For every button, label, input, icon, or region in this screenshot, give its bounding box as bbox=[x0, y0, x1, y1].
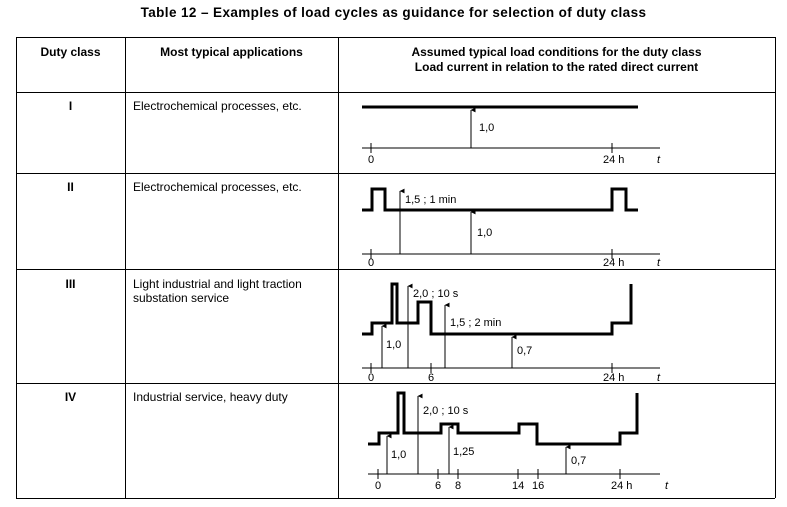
axis-variable-label: t bbox=[665, 480, 669, 492]
application-iii: Light industrial and light traction subs… bbox=[133, 277, 302, 305]
load-diagram-iii: 2,0 ; 10 s 1,5 ; 2 min 1,0 0,7 0 6 24 h … bbox=[362, 282, 661, 384]
level-label: 1,0 bbox=[386, 339, 401, 351]
level-label: 1,5 ; 1 min bbox=[405, 194, 456, 206]
duty-class-ii: II bbox=[67, 180, 74, 194]
load-diagram-iv: 2,0 ; 10 s 1,25 1,0 0,7 0 6 8 14 16 24 h… bbox=[368, 391, 669, 492]
level-label: 1,0 bbox=[479, 122, 494, 134]
level-label: 1,0 bbox=[477, 227, 492, 239]
application-i: Electrochemical processes, etc. bbox=[133, 99, 302, 113]
level-label: 0,7 bbox=[571, 455, 586, 467]
axis-tick-label: 8 bbox=[455, 480, 461, 492]
row-divider-2 bbox=[16, 269, 776, 270]
header-load-conditions: Assumed typical load conditions for the … bbox=[338, 45, 775, 75]
axis-variable-label: t bbox=[657, 154, 661, 166]
application-iv: Industrial service, heavy duty bbox=[133, 390, 288, 404]
load-line bbox=[362, 187, 638, 212]
duty-class-iii: III bbox=[65, 277, 76, 291]
column-divider-2 bbox=[338, 37, 339, 498]
header-duty-class: Duty class bbox=[40, 45, 101, 59]
row-divider-3 bbox=[16, 383, 776, 384]
load-diagram-i: 1,0 0 24 h t bbox=[362, 105, 661, 166]
header-load-conditions-line1: Assumed typical load conditions for the … bbox=[411, 45, 702, 59]
table-caption: Table 12 – Examples of load cycles as gu… bbox=[140, 5, 647, 20]
axis-tick-label: 0 bbox=[368, 372, 374, 384]
table-frame bbox=[16, 37, 775, 499]
header-load-conditions-line2: Load current in relation to the rated di… bbox=[414, 60, 699, 74]
axis-tick-label: 24 h bbox=[603, 257, 624, 269]
duty-class-iv: IV bbox=[64, 390, 77, 404]
level-label: 0,7 bbox=[517, 345, 532, 357]
axis-tick-label: 14 bbox=[512, 480, 524, 492]
table-border-right bbox=[775, 37, 776, 498]
load-diagram-ii: 1,5 ; 1 min 1,0 0 24 h t bbox=[362, 187, 661, 269]
axis-tick-label: 24 h bbox=[611, 480, 632, 492]
duty-class-i: I bbox=[68, 99, 73, 113]
axis-variable-label: t bbox=[657, 372, 661, 384]
level-label: 2,0 ; 10 s bbox=[423, 405, 469, 417]
axis-tick-label: 0 bbox=[368, 154, 374, 166]
axis-tick-label: 6 bbox=[428, 372, 434, 384]
header-divider bbox=[16, 92, 776, 93]
axis-tick-label: 16 bbox=[532, 480, 544, 492]
level-label: 1,25 bbox=[453, 446, 474, 458]
column-divider-1 bbox=[125, 37, 126, 498]
level-label: 1,0 bbox=[391, 449, 406, 461]
row-divider-1 bbox=[16, 173, 776, 174]
axis-tick-label: 0 bbox=[375, 480, 381, 492]
axis-tick-label: 24 h bbox=[603, 372, 624, 384]
load-line bbox=[368, 391, 639, 446]
level-label: 1,5 ; 2 min bbox=[450, 317, 501, 329]
level-label: 2,0 ; 10 s bbox=[413, 288, 459, 300]
axis-tick-label: 6 bbox=[435, 480, 441, 492]
table-border-left bbox=[16, 37, 17, 498]
axis-tick-label: 24 h bbox=[603, 154, 624, 166]
header-applications: Most typical applications bbox=[160, 45, 303, 59]
axis-tick-label: 0 bbox=[368, 257, 374, 269]
application-ii: Electrochemical processes, etc. bbox=[133, 180, 302, 194]
axis-variable-label: t bbox=[657, 257, 661, 269]
